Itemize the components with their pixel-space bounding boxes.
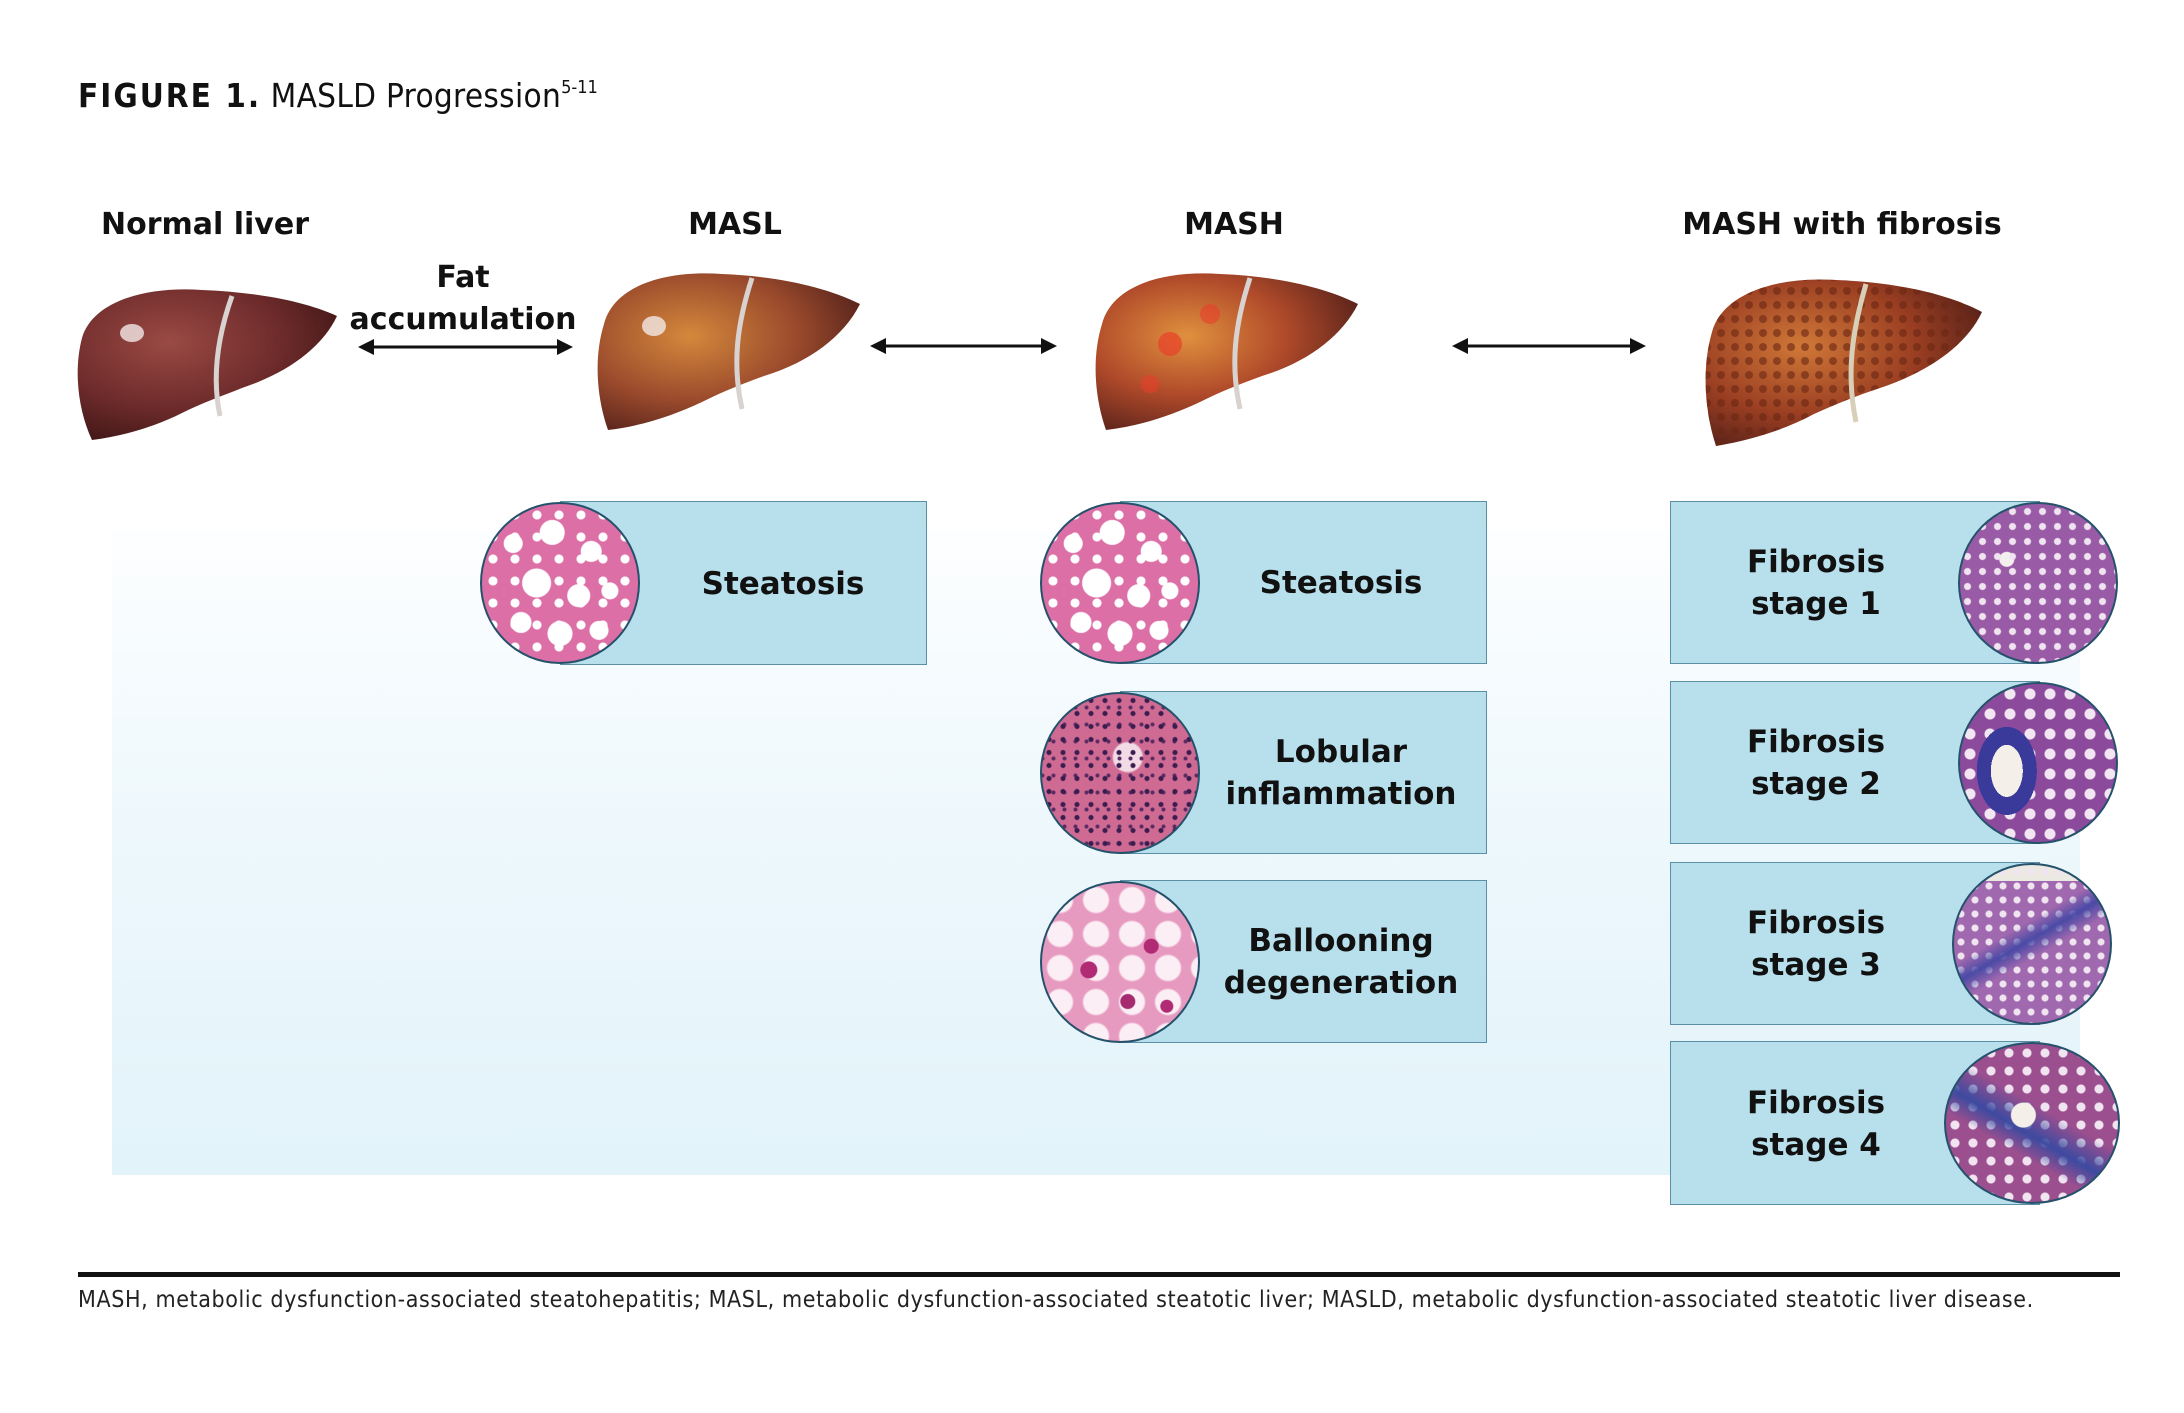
- fibrosis-stage-4-histology: [1944, 1042, 2120, 1204]
- feature-label-line2: inflammation: [1225, 776, 1457, 812]
- figure-reference: 5-11: [561, 77, 598, 98]
- fibrosis-stage-1-histology: [1958, 502, 2118, 664]
- double-arrow-icon: [1452, 338, 1646, 354]
- stage-title-masl: MASL: [688, 207, 782, 242]
- feature-label: Lobular inflammation: [1226, 731, 1457, 815]
- figure-label: FIGURE 1.: [78, 76, 262, 115]
- arrow-label-line2: accumulation: [349, 302, 577, 337]
- normal-liver-illustration: [77, 289, 338, 440]
- stage-title-mash-fibrosis: MASH with fibrosis: [1682, 207, 2002, 242]
- ballooning-histology: [1040, 881, 1200, 1043]
- feature-label-line2: stage 2: [1751, 766, 1881, 802]
- feature-label-line1: Fibrosis: [1746, 905, 1886, 941]
- arrow-label-fat: Fat accumulation: [350, 257, 577, 341]
- figure-name: MASLD Progression: [270, 76, 562, 115]
- fibrosis-stage-3-histology: [1952, 863, 2112, 1025]
- arrow-label-line1: Fat: [436, 260, 490, 295]
- feature-box-ballooning-degeneration: Ballooning degeneration: [1120, 880, 1487, 1043]
- figure-title: FIGURE 1. MASLD Progression5-11: [78, 66, 598, 118]
- footnote: MASH, metabolic dysfunction-associated s…: [78, 1287, 2034, 1313]
- feature-label-line1: Steatosis: [701, 566, 865, 602]
- feature-label-line1: Fibrosis: [1746, 1085, 1886, 1121]
- feature-label-line1: Lobular: [1274, 734, 1408, 770]
- feature-label: Steatosis: [1260, 562, 1423, 604]
- feature-label-line2: stage 4: [1751, 1127, 1881, 1163]
- feature-label: Fibrosis stage 2: [1747, 721, 1885, 805]
- feature-label: Fibrosis stage 3: [1747, 902, 1885, 986]
- feature-label-line1: Fibrosis: [1746, 724, 1886, 760]
- steatosis-histology: [480, 502, 640, 664]
- steatosis-histology: [1040, 502, 1200, 664]
- feature-label-line1: Steatosis: [1259, 565, 1423, 601]
- feature-label-line1: Fibrosis: [1746, 544, 1886, 580]
- feature-label: Fibrosis stage 4: [1747, 1082, 1885, 1166]
- fibrosis-stage-2-histology: [1958, 682, 2118, 844]
- feature-label: Ballooning degeneration: [1224, 920, 1459, 1004]
- fatty-liver-illustration: [597, 273, 860, 430]
- stage-title-normal: Normal liver: [100, 207, 310, 242]
- fibrotic-liver-illustration: [1705, 279, 1982, 446]
- stage-title-mash: MASH: [1184, 207, 1284, 242]
- footnote-divider: [78, 1272, 2120, 1277]
- double-arrow-icon: [870, 338, 1057, 354]
- inflamed-liver-illustration: [1095, 273, 1358, 430]
- feature-label-line1: Ballooning: [1248, 923, 1434, 959]
- feature-label-line2: degeneration: [1223, 965, 1459, 1001]
- feature-label: Fibrosis stage 1: [1747, 541, 1885, 625]
- feature-label-line2: stage 3: [1751, 947, 1881, 983]
- lobular-inflammation-histology: [1040, 692, 1200, 854]
- feature-label-line2: stage 1: [1751, 586, 1881, 622]
- double-arrow-icon: [358, 339, 573, 355]
- feature-label: Steatosis: [702, 563, 865, 605]
